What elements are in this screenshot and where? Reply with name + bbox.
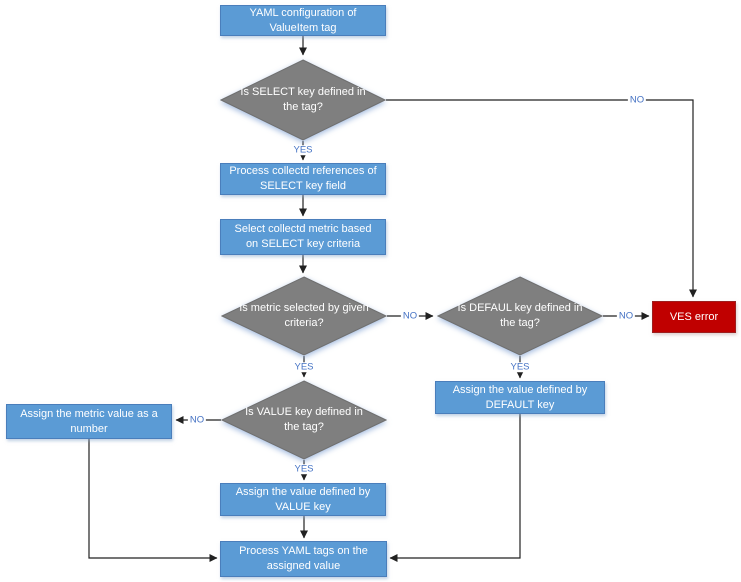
node-select-decision: Is SELECT key defined in the tag? xyxy=(220,59,386,141)
decision-text: Is DEFAUL key defined in the tag? xyxy=(457,302,583,329)
edge-label-default-no: NO xyxy=(616,310,636,322)
edge-label-select-no: NO xyxy=(627,94,647,106)
diamond-shape xyxy=(221,276,387,356)
edge-label-value-no: NO xyxy=(187,414,207,426)
node-metric-decision: Is metric selected by given criteria? xyxy=(221,276,387,356)
node-value-decision: Is VALUE key defined in the tag? xyxy=(221,380,387,460)
edge-label-default-yes: YES xyxy=(508,361,532,373)
node-assign-default: Assign the value defined by DEFAULT key xyxy=(435,381,605,414)
decision-text: Is VALUE key defined in the tag? xyxy=(245,406,363,433)
edge-label-metric-yes: YES xyxy=(292,361,316,373)
edge-label-select-yes: YES xyxy=(291,144,315,156)
connector-assign-metric-number-to-process-yaml xyxy=(88,439,218,562)
node-assign-metric-number: Assign the metric value as a number xyxy=(6,404,172,439)
node-process-references: Process collectd references of SELECT ke… xyxy=(220,163,386,195)
edge-label-value-yes: YES xyxy=(292,463,316,475)
node-process-yaml-tags: Process YAML tags on the assigned value xyxy=(220,541,387,577)
connector-select-no-to-ves-error xyxy=(386,99,697,298)
edge-label-metric-no: NO xyxy=(400,310,420,322)
node-select-metric: Select collectd metric based on SELECT k… xyxy=(220,219,386,255)
node-assign-value: Assign the value defined by VALUE key xyxy=(220,483,386,516)
diamond-shape xyxy=(220,59,386,141)
decision-text: Is SELECT key defined in the tag? xyxy=(240,86,366,113)
node-default-decision: Is DEFAUL key defined in the tag? xyxy=(437,276,603,356)
decision-text: Is metric selected by given criteria? xyxy=(239,302,369,329)
diamond-shape xyxy=(221,380,387,460)
connector-assign-default-to-process-yaml xyxy=(389,414,521,562)
diamond-shape xyxy=(437,276,603,356)
node-start: YAML configuration of ValueItem tag xyxy=(220,5,386,36)
node-ves-error: VES error xyxy=(652,301,736,333)
